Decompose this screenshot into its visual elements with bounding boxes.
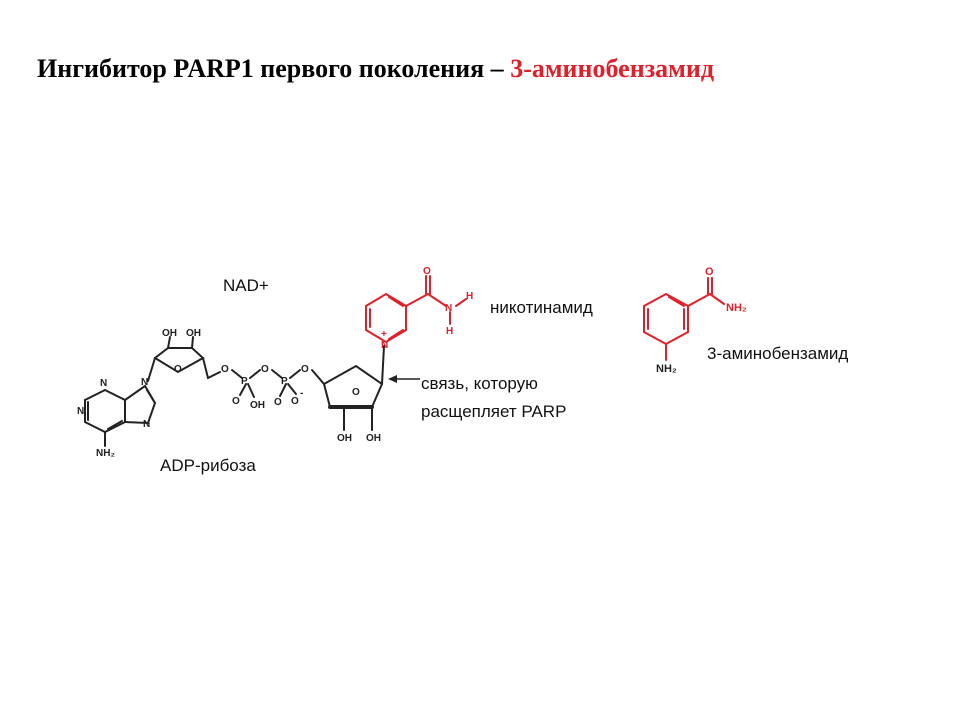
atom-o-p2: O [274,397,282,408]
atom-h1: H [466,291,473,302]
atom-nh2-ab: NH₂ [726,302,747,314]
atom-plus: + [381,329,387,340]
atom-minus: - [300,388,303,399]
slide-title: Ингибитор PARP1 первого поколения – 3-ам… [37,54,714,84]
aminobenzamide-atom-labels: O NH₂ [705,266,747,314]
atom-o-ab: O [705,266,714,278]
atom-n-amide: N [445,303,452,314]
atom-oh-p1: OH [250,400,265,411]
bond-label-line2: расщепляет PARP [421,402,567,421]
bond-label-line1: связь, которую [421,374,538,393]
title-main: Ингибитор PARP1 первого поколения – [37,54,511,83]
atom-oh-3b: OH [366,433,381,444]
atom-n1: N [100,378,107,389]
nicotinamide-structure [365,275,467,344]
bond-arrow [388,375,420,383]
atom-p2: P [281,376,288,387]
atom-o-p1: O [232,396,240,407]
nad-label: NAD+ [223,276,269,295]
atom-o-ring2: O [352,387,360,398]
atom-n9: N [141,377,148,388]
atom-o-amide: O [423,266,431,277]
nicotinamide-atom-labels: O N H H N + [381,266,473,351]
atom-o-5: O [221,364,229,375]
atom-nh2-adenine: NH₂ [96,448,115,459]
atom-o-bridge: O [261,364,269,375]
title-highlight: 3-аминобензамид [510,54,714,83]
atom-o-ring1: O [174,364,182,375]
atom-p1: P [241,376,248,387]
nad-atom-labels: N N N N NH₂ OH OH O O P O P O O OH O O -… [77,328,381,459]
atom-n3: N [77,406,84,417]
aminobenzamide-label: 3-аминобензамид [707,344,849,363]
nicotinamide-label: никотинамид [490,298,593,317]
atom-o-minus-p2: O [291,396,299,407]
aminobenzamide-amine-label: NH₂ [656,363,677,375]
atom-n-pyridinium: N [381,340,388,351]
atom-oh-3: OH [186,328,201,339]
aminobenzamide-structure [643,277,725,361]
atom-oh-2: OH [162,328,177,339]
atom-n7: N [143,419,150,430]
atom-h2: H [446,326,453,337]
nad-structure [84,336,385,447]
atom-nh2-amine: NH₂ [656,363,677,375]
atom-o-5b: O [301,364,309,375]
atom-oh-2b: OH [337,433,352,444]
adp-ribose-label: ADP-рибоза [160,456,256,475]
